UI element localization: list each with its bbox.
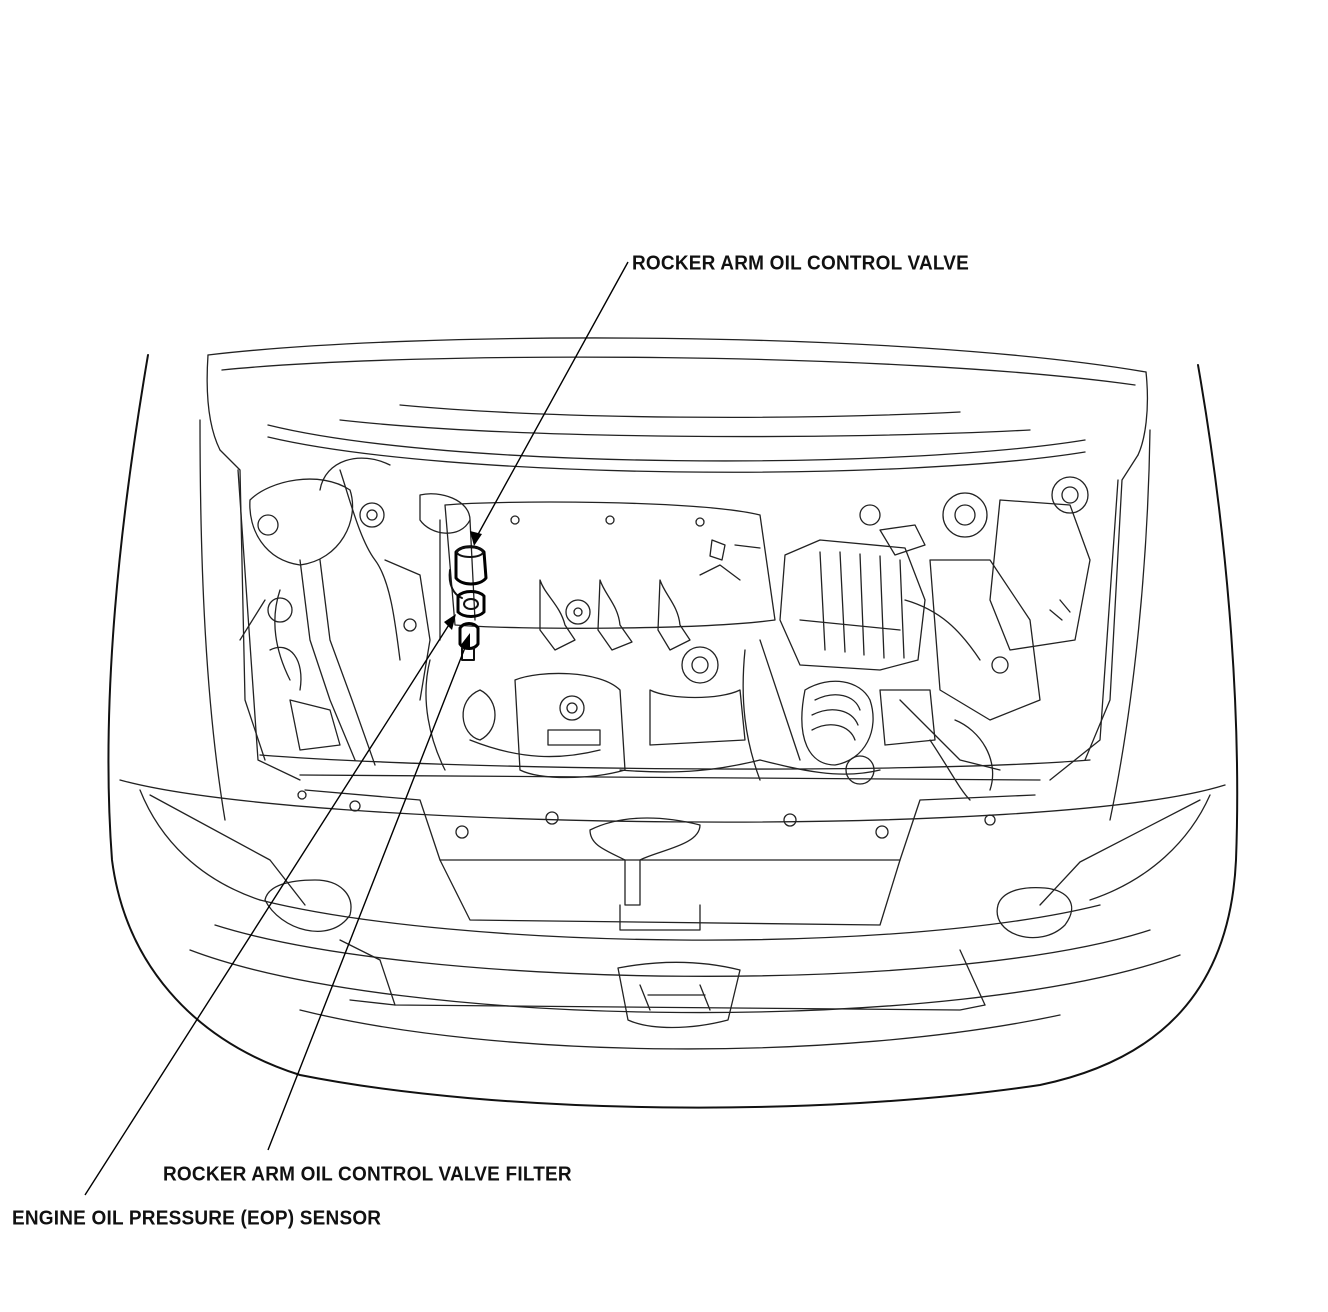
rocker-arm-oil-control-valve-filter-shape	[456, 590, 486, 618]
leader-line-filter	[267, 639, 469, 1151]
engine-bay-components	[239, 457, 1091, 801]
leader-lines	[84, 261, 629, 1196]
leader-line-valve	[475, 261, 629, 539]
leader-line-eop	[84, 619, 453, 1196]
callout-rocker-arm-oil-control-valve-filter: ROCKER ARM OIL CONTROL VALVE FILTER	[163, 1163, 572, 1186]
arrowhead-valve	[470, 531, 482, 546]
callout-engine-oil-pressure-sensor: ENGINE OIL PRESSURE (EOP) SENSOR	[12, 1207, 382, 1230]
arrowhead-eop	[444, 614, 456, 630]
callout-rocker-arm-oil-control-valve: ROCKER ARM OIL CONTROL VALVE	[632, 252, 970, 275]
arrowhead-filter	[460, 633, 470, 650]
car-body-outline	[107, 337, 1239, 1109]
